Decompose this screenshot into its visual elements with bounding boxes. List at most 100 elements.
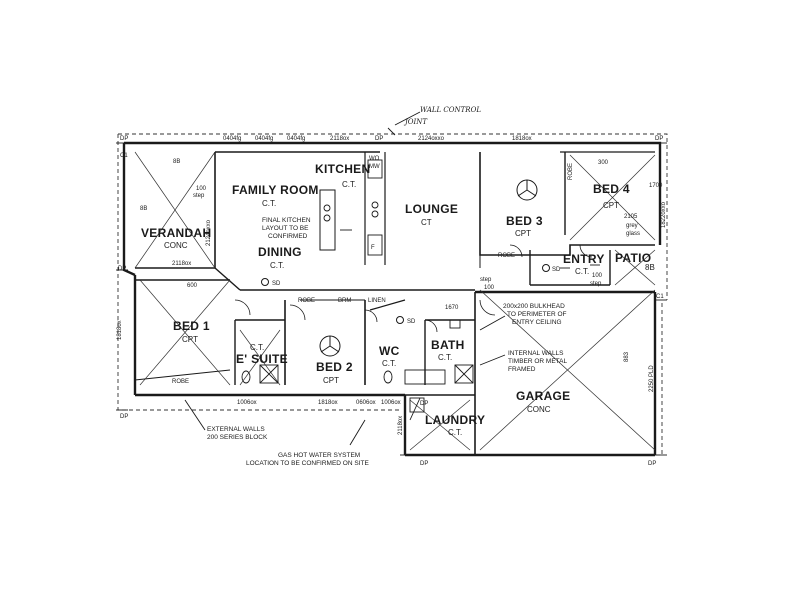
dim-laundry: 2118ox (398, 416, 404, 435)
room-verandah: VERANDAH (141, 226, 211, 240)
room-family-room: FAMILY ROOM (232, 183, 319, 197)
room-dining: DINING (258, 245, 302, 259)
room-garage: GARAGE (516, 389, 570, 403)
small-labels: ROBE ROBE BRM LINEN ROBE ROBE SD SD SD 8… (118, 136, 664, 467)
label-1700: 1700 (649, 183, 663, 189)
dim-garage-h: 2250 PLD (649, 365, 655, 392)
room-ensuite-sub: C.T. (250, 343, 264, 352)
label-sd-entry: SD (552, 267, 561, 273)
label-linen: LINEN (368, 298, 386, 304)
label-dp-bottom-right: DP (648, 461, 656, 467)
label-step-3: step (590, 281, 602, 287)
room-ensuite: E' SUITE (236, 352, 288, 366)
label-brm: BRM (338, 298, 351, 304)
dim-t4: 2118ox (330, 136, 349, 142)
dim-t1: 0404fg (223, 136, 241, 142)
label-mw: MW (369, 164, 380, 170)
label-f: F (371, 245, 375, 251)
note-bulkhead-1: 200x200 BULKHEAD (503, 303, 565, 310)
note-final-kitchen-1: FINAL KITCHEN (262, 217, 311, 224)
note-grey-glass-3: glass (626, 231, 640, 237)
dim-v3: 1818ox (117, 320, 123, 340)
room-bed3-sub: CPT (515, 229, 531, 238)
dim-b2: 1818ox (318, 400, 338, 406)
note-internal-walls-2: TIMBER OR METAL (508, 358, 567, 365)
room-entry-sub: C.T. (575, 267, 589, 276)
walls (122, 141, 662, 457)
room-wc: WC (379, 344, 400, 358)
dim-v4: 1822oxxo (661, 201, 667, 228)
room-bed3: BED 3 (506, 214, 543, 228)
room-wc-sub: C.T. (382, 359, 396, 368)
fixtures (241, 159, 474, 413)
note-gas-hws-1: GAS HOT WATER SYSTEM (278, 452, 360, 459)
dim-v1: 2124oxxo (206, 219, 212, 246)
room-laundry-sub: C.T. (448, 428, 462, 437)
diagonal-lines (134, 151, 656, 451)
dim-b4: 1006ox (381, 400, 401, 406)
note-external-walls-1: EXTERNAL WALLS (207, 426, 265, 433)
label-step-1: step (193, 193, 205, 199)
label-dp-top-mid: DP (375, 136, 383, 142)
label-bb-2: 8B (140, 206, 147, 212)
label-1670: 1670 (445, 305, 459, 311)
label-dp-bottom-mid: DP (420, 401, 428, 407)
label-dp-left: DP (118, 266, 126, 272)
room-patio: PATIO (615, 251, 651, 265)
dim-b3: 0606ox (356, 400, 376, 406)
label-c1-left: C1 (120, 153, 128, 159)
label-robe-bed1: ROBE (172, 379, 189, 385)
room-patio-sub: 8B (645, 263, 655, 272)
note-final-kitchen-3: CONFIRMED (268, 233, 308, 240)
annotation-notes: FINAL KITCHEN LAYOUT TO BE CONFIRMED WAL… (207, 106, 640, 467)
room-verandah-sub: CONC (164, 241, 188, 250)
smoke-detectors (261, 264, 550, 324)
label-robe-bed2: ROBE (298, 298, 315, 304)
dim-t2: 0404fg (255, 136, 273, 142)
dimension-labels: 0404fg 0404fg 0404fg 2118ox 2124oxxo 181… (117, 136, 667, 435)
room-bed1-sub: CPT (182, 335, 198, 344)
dim-v2: 2118ox (172, 261, 191, 267)
room-bath: BATH (431, 338, 465, 352)
label-robe-bed3: ROBE (498, 253, 515, 259)
label-robe-bed4: ROBE (568, 163, 574, 180)
arrows (184, 111, 600, 446)
note-grey-glass-2: grey (626, 223, 638, 229)
room-labels: VERANDAH CONC FAMILY ROOM C.T. KITCHEN C… (141, 162, 655, 437)
note-grey-glass-1: 2105 (624, 214, 638, 220)
corner-marks (116, 142, 667, 456)
note-internal-walls-1: INTERNAL WALLS (508, 350, 564, 357)
doors (234, 244, 593, 333)
note-gas-hws-2: LOCATION TO BE CONFIRMED ON SITE (246, 460, 369, 467)
room-bed2: BED 2 (316, 360, 353, 374)
ceiling-fans (319, 179, 538, 357)
room-bed4-sub: CPT (603, 201, 619, 210)
room-bath-sub: C.T. (438, 353, 452, 362)
room-laundry: LAUNDRY (425, 413, 485, 427)
note-external-walls-2: 200 SERIES BLOCK (207, 434, 268, 441)
label-bb-1: 8B (173, 159, 180, 165)
room-entry: ENTRY (563, 252, 605, 266)
dashed-roofline (117, 133, 668, 456)
note-internal-walls-3: FRAMED (508, 366, 536, 373)
note-wall-control-1: WALL CONTROL (420, 106, 481, 114)
room-kitchen-sub: C.T. (342, 180, 356, 189)
room-garage-sub: CONC (527, 405, 551, 414)
dim-t5: 2124oxxo (418, 136, 445, 142)
room-lounge: LOUNGE (405, 202, 458, 216)
room-dining-sub: C.T. (270, 261, 284, 270)
note-final-kitchen-2: LAYOUT TO BE (262, 225, 309, 232)
dim-b1: 1006ox (237, 400, 257, 406)
label-sd-wc: SD (407, 319, 416, 325)
label-100-1: 100 (196, 186, 207, 192)
room-bed2-sub: CPT (323, 376, 339, 385)
note-wall-control-2: JOINT (403, 118, 428, 126)
label-300: 300 (598, 160, 609, 166)
dim-t3: 0404fg (287, 136, 305, 142)
note-bulkhead-2: TO PERIMETER OF (507, 311, 566, 318)
label-c1-right: C1 (656, 294, 664, 300)
label-dp-top-right: DP (655, 136, 663, 142)
label-step-2: step (480, 277, 492, 283)
note-bulkhead-3: ENTRY CEILING (512, 319, 562, 326)
